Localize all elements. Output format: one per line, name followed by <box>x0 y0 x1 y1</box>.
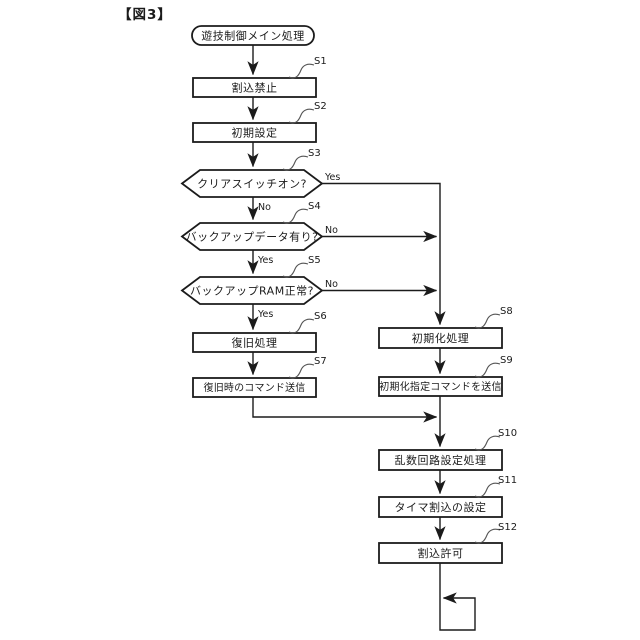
step-s12-leader <box>474 528 501 544</box>
figure-label: 【図3】 <box>118 7 172 23</box>
step-s11-id: S11 <box>498 475 517 486</box>
step-s10-leader <box>474 435 501 451</box>
step-s9-id: S9 <box>500 355 513 366</box>
step-s11-leader <box>474 482 501 498</box>
step-s1-id: S1 <box>314 56 327 67</box>
step-s4-no-label: No <box>325 225 338 236</box>
step-s1-box <box>192 77 317 98</box>
step-s5-id: S5 <box>308 255 321 266</box>
step-s3-hexagon <box>180 169 324 198</box>
step-s3-no-label: No <box>258 202 271 213</box>
step-s5-yes-label: Yes <box>257 309 273 320</box>
step-s3-label: クリアスイッチオン? <box>197 178 307 191</box>
step-s4-label: バックアップデータ有り? <box>186 230 319 244</box>
step-s7-id: S7 <box>314 356 327 367</box>
step-s8-leader <box>474 313 501 329</box>
step-s9-box <box>378 376 503 397</box>
step-s11-box <box>378 496 503 518</box>
step-s2-leader <box>288 108 315 124</box>
step-s11-label: タイマ割込の設定 <box>395 500 487 514</box>
step-s8-label: 初期化処理 <box>412 331 470 345</box>
step-s1-label: 割込禁止 <box>232 81 278 95</box>
connector-s3-yes-s8 <box>322 182 446 326</box>
step-s5-label: バックアップRAM正常? <box>190 285 314 298</box>
connector-s7-merge <box>252 397 438 423</box>
step-s4-id: S4 <box>308 201 321 212</box>
step-s6-id: S6 <box>314 311 327 322</box>
step-s10-box <box>378 449 503 471</box>
step-s12-id: S12 <box>498 522 517 533</box>
step-s5-hexagon <box>180 276 324 305</box>
step-s7-label: 復旧時のコマンド送信 <box>204 381 306 394</box>
start-node-label: 遊技制御メイン処理 <box>201 29 305 43</box>
step-s4-yes-label: Yes <box>257 255 273 266</box>
step-s2-id: S2 <box>314 101 327 112</box>
step-s4-leader <box>282 208 309 224</box>
step-s3-id: S3 <box>308 148 321 159</box>
step-s10-id: S10 <box>498 428 517 439</box>
step-s7-box <box>192 377 317 398</box>
step-s6-leader <box>288 318 315 334</box>
step-s4-hexagon <box>180 222 324 251</box>
step-s3-leader <box>282 155 309 171</box>
step-s8-box <box>378 327 503 349</box>
step-s12-box <box>378 542 503 564</box>
step-s6-box <box>192 332 317 353</box>
step-s7-leader <box>288 363 315 379</box>
connector-main-loop <box>439 563 476 631</box>
step-s3-yes-label: Yes <box>324 172 340 183</box>
step-s5-no-label: No <box>325 279 338 290</box>
step-s8-id: S8 <box>500 306 513 317</box>
step-s10-label: 乱数回路設定処理 <box>395 453 487 467</box>
step-s9-label: 初期化指定コマンドを送信 <box>379 380 501 393</box>
step-s1-leader <box>288 63 315 79</box>
step-s12-label: 割込許可 <box>418 546 464 560</box>
step-s5-leader <box>282 262 309 278</box>
step-s2-box <box>192 122 317 143</box>
step-s6-label: 復旧処理 <box>232 337 278 350</box>
step-s9-leader <box>474 362 501 378</box>
start-node <box>191 25 315 46</box>
step-s2-label: 初期設定 <box>232 126 278 140</box>
